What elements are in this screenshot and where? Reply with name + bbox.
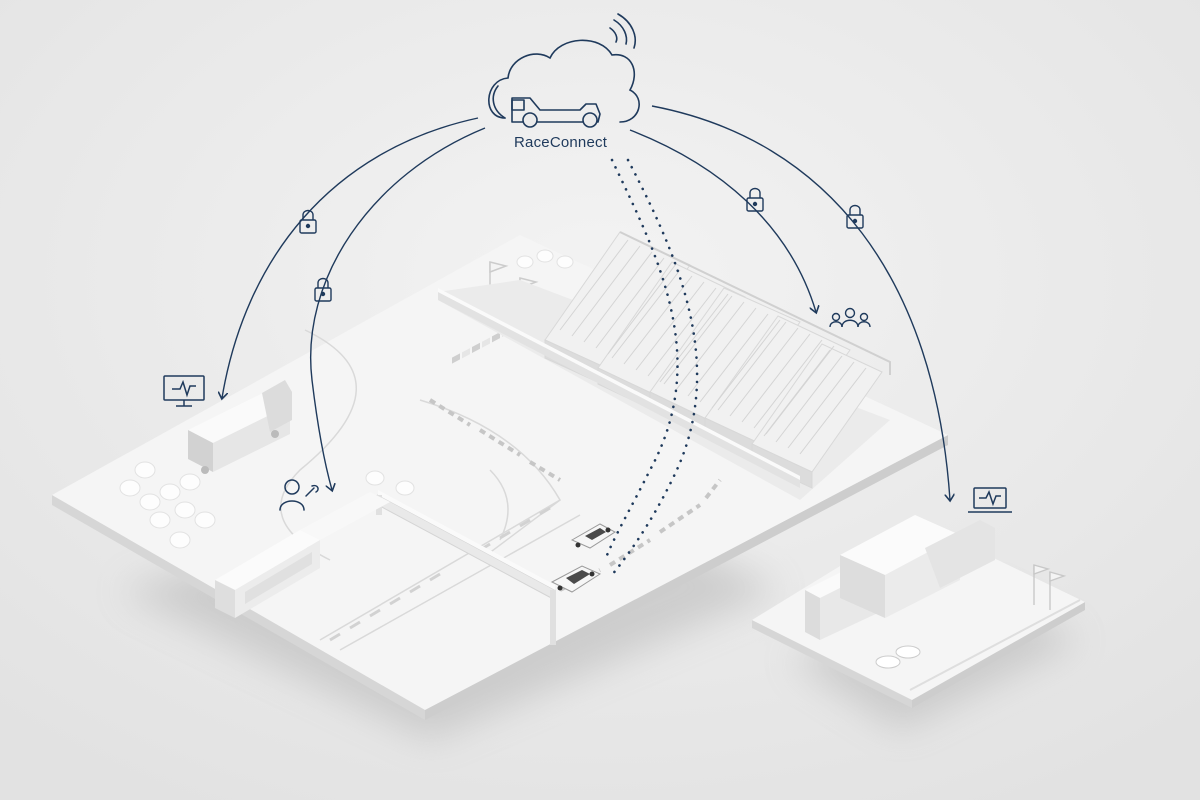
race-car-1 — [570, 523, 616, 549]
race-car-2 — [550, 565, 602, 593]
pit-wall — [329, 506, 551, 642]
padlock-icon-1 — [299, 209, 317, 234]
padlock-icon-3 — [746, 187, 764, 212]
monitor-icon — [163, 375, 205, 407]
trees-top — [516, 249, 574, 269]
pit-building — [215, 492, 390, 618]
people-group-icon — [829, 307, 871, 328]
pit-lane-wall-top — [438, 288, 800, 488]
data-stream — [603, 158, 699, 577]
brand-name: RaceConnect — [514, 134, 608, 151]
race-car-icon — [511, 97, 601, 128]
mechanic-icon — [279, 479, 319, 511]
wifi-signal-icon — [609, 13, 636, 49]
trees-left — [119, 461, 415, 549]
padlock-icon-2 — [314, 277, 332, 302]
arc-to-office — [651, 105, 950, 500]
grandstand — [438, 231, 891, 500]
team-office-platform — [752, 515, 1085, 708]
arc-to-engineer — [310, 127, 486, 490]
padlock-icon-4 — [846, 204, 864, 229]
cloud-icon — [488, 39, 640, 123]
laptop-icon — [968, 487, 1012, 513]
team-truck — [188, 380, 292, 474]
